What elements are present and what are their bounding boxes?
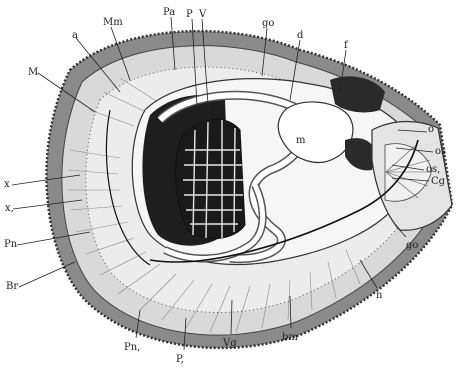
label-Pn1: Pn,: [124, 342, 140, 353]
label-x: x: [4, 179, 10, 190]
label-P1: P,: [176, 354, 184, 365]
label-Pn: Pn: [4, 239, 18, 250]
label-m: m: [296, 135, 306, 146]
label-V: V: [198, 9, 207, 20]
label-Mm: Mm: [103, 17, 123, 28]
label-n: n: [376, 290, 383, 301]
label-M: M: [28, 67, 38, 78]
label-d: d: [297, 30, 304, 41]
label-o: o: [428, 124, 434, 135]
label-go-top: go: [262, 18, 274, 29]
label-Pa: Pa: [163, 7, 175, 18]
label-bm: bm: [282, 332, 298, 343]
label-os1: os,: [426, 164, 440, 175]
label-go-right: go: [406, 240, 418, 251]
label-P: P: [186, 9, 193, 20]
label-f: f: [344, 40, 349, 51]
label-os: os: [435, 146, 446, 157]
label-a: a: [72, 30, 78, 41]
label-Vg: Vg: [222, 338, 237, 349]
label-x1: x,: [5, 203, 14, 214]
label-Cg: Cg: [431, 176, 446, 187]
label-Br: Br: [6, 281, 18, 292]
